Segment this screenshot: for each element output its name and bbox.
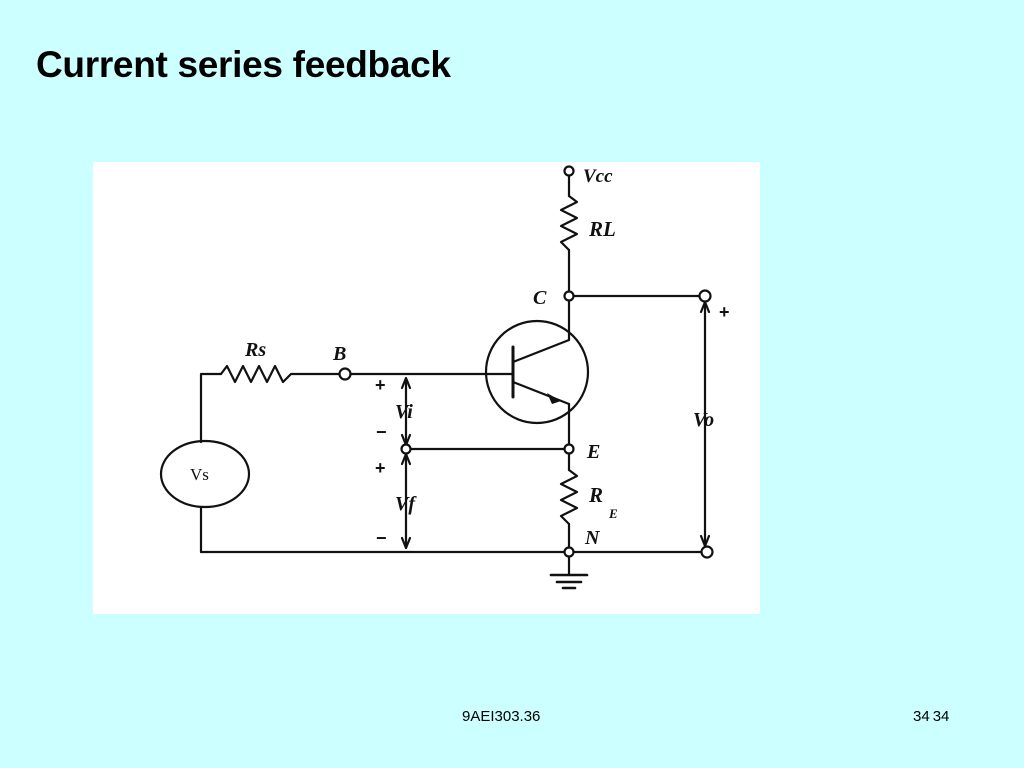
n-terminal bbox=[563, 546, 575, 558]
label-rl: RL bbox=[588, 217, 616, 241]
vi-mid-terminal bbox=[400, 443, 412, 455]
vi-arrow-top-head bbox=[400, 376, 412, 390]
sign-vf-minus: − bbox=[376, 528, 387, 548]
label-e: E bbox=[586, 441, 600, 463]
vo-bottom-terminal bbox=[700, 545, 714, 559]
label-vi: Vi bbox=[395, 401, 413, 423]
page-number: 34 bbox=[913, 708, 930, 725]
b-terminal bbox=[338, 367, 352, 381]
label-vo: Vo bbox=[693, 409, 714, 431]
sign-vo-plus: + bbox=[719, 302, 730, 322]
transistor-collector bbox=[511, 338, 571, 364]
sign-vi-plus: + bbox=[375, 375, 386, 395]
rs-resistor bbox=[219, 364, 341, 384]
slide-title: Current series feedback bbox=[36, 44, 451, 85]
sign-vf-plus: + bbox=[375, 458, 386, 478]
slide-footer-code: 9AEI303.36 bbox=[462, 708, 541, 725]
page-total: 34 bbox=[932, 708, 950, 725]
label-vcc: Vcc bbox=[583, 166, 613, 187]
label-re: R bbox=[588, 483, 603, 507]
vcc-terminal bbox=[563, 165, 575, 177]
sign-vi-minus: − bbox=[376, 422, 387, 442]
c-terminal bbox=[563, 290, 575, 302]
transistor-emitter bbox=[511, 380, 571, 406]
circuit-diagram: Vcc RL C Rs B Vi Vf Vo E R E N Vs + − + … bbox=[93, 162, 760, 614]
vf-arrow-bottom-head bbox=[400, 536, 412, 550]
label-rs: Rs bbox=[244, 339, 266, 361]
vo-top-terminal bbox=[698, 289, 712, 303]
label-b: B bbox=[332, 343, 346, 365]
label-n: N bbox=[584, 527, 601, 549]
e-terminal bbox=[563, 443, 575, 455]
label-vf: Vf bbox=[395, 493, 417, 515]
label-re-subscript: E bbox=[608, 506, 618, 521]
vs-source bbox=[159, 439, 251, 509]
re-resistor bbox=[559, 468, 579, 526]
source-left-wire bbox=[199, 372, 223, 444]
label-c: C bbox=[533, 287, 547, 309]
rl-resistor bbox=[559, 194, 579, 252]
transistor-body bbox=[484, 319, 590, 425]
emitter-arrow-icon bbox=[547, 393, 561, 404]
label-vs: Vs bbox=[190, 465, 209, 484]
